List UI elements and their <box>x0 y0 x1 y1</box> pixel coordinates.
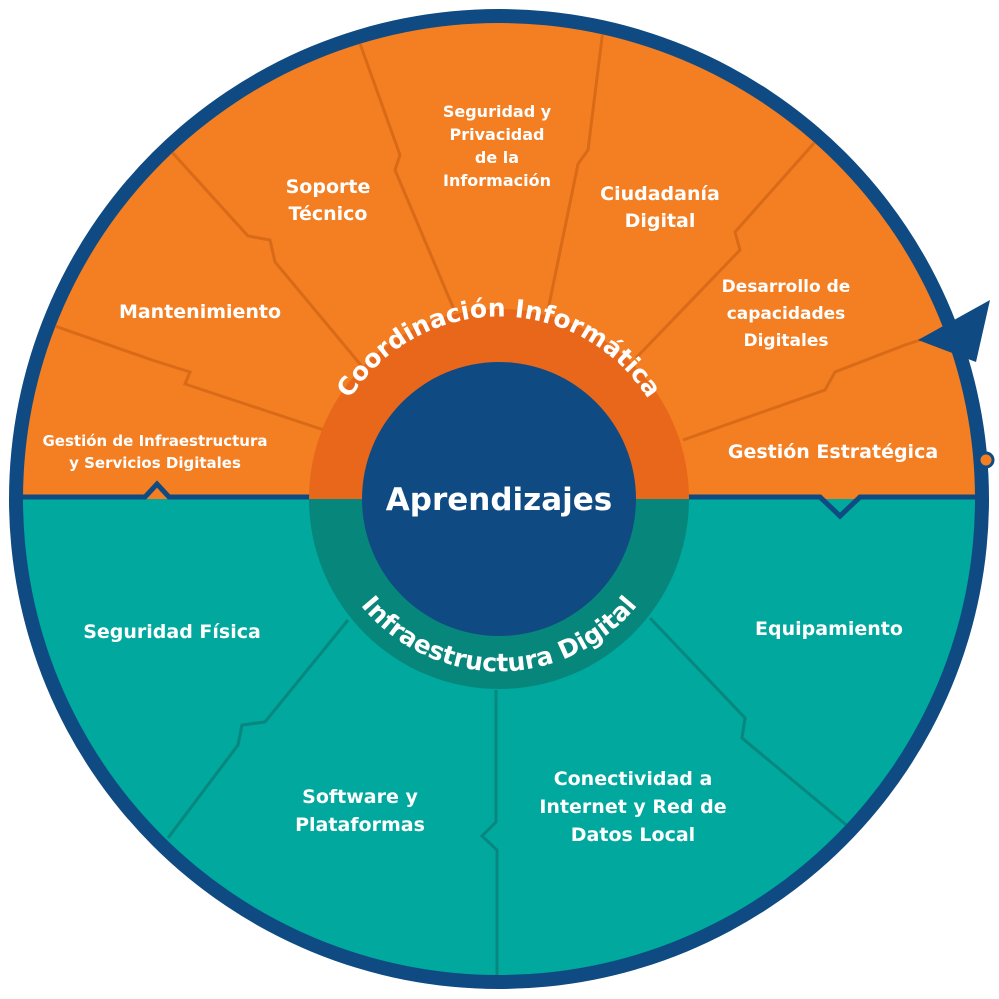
divider-u3 <box>356 37 457 313</box>
upper-segment-label-line: Gestión de Infraestructura <box>43 432 268 450</box>
lower-segment-label-line: Datos Local <box>571 824 695 846</box>
lower-dividers <box>166 616 851 975</box>
divider-u5 <box>634 141 817 360</box>
lower-segment-label-line: Seguridad Física <box>83 621 261 643</box>
divider-u2 <box>168 148 367 371</box>
upper-segment-label-line: Ciudadanía <box>600 183 720 205</box>
lower-segment-label-line: Internet y Red de <box>539 796 726 818</box>
upper-segment-label-line: y Servicios Digitales <box>69 454 241 472</box>
upper-segment-label-line: Soporte <box>286 176 371 198</box>
upper-segment-label-line: Gestión Estratégica <box>728 441 938 463</box>
lower-segment-label-line: Equipamiento <box>755 618 903 640</box>
upper-segment-label: Gestión Estratégica <box>728 441 938 463</box>
divider-l1 <box>166 619 350 839</box>
arrow-tail-dot <box>977 451 995 469</box>
center-label: Aprendizajes <box>386 482 612 518</box>
upper-segment-label-line: Técnico <box>289 203 368 225</box>
divider-u4 <box>546 29 605 311</box>
center-disc <box>362 362 636 636</box>
lower-segment-label: Seguridad Física <box>83 621 261 643</box>
upper-segment-label-line: Desarrollo de <box>722 277 851 297</box>
lower-segment-label-line: Conectividad a <box>554 768 713 790</box>
upper-segment-labels: Gestión de Infraestructura y Servicios Di… <box>43 102 939 472</box>
upper-segment-label: Seguridad y Privacidad de la Información <box>443 102 552 190</box>
upper-segment-label: Gestión de Infraestructura y Servicios Di… <box>43 432 268 472</box>
upper-segment-label: Mantenimiento <box>119 301 281 323</box>
upper-segment-label-line: Mantenimiento <box>119 301 281 323</box>
lower-segment-label: Conectividad a Internet y Red de Datos Loc… <box>539 768 726 846</box>
upper-segment-label-line: Digital <box>625 210 696 232</box>
lower-segment-label: Software y Plataformas <box>295 786 425 836</box>
arrow-head-icon <box>918 300 990 362</box>
upper-segment-label-line: Seguridad y <box>443 102 552 121</box>
upper-segment-label-line: Privacidad <box>450 125 545 144</box>
divider-l2 <box>479 690 499 975</box>
upper-segment-label-line: capacidades <box>727 304 846 324</box>
lower-segment-label-line: Software y <box>302 786 418 808</box>
upper-segment-label-line: Información <box>443 171 551 190</box>
divider-l3 <box>648 616 851 830</box>
divider-u1 <box>31 316 331 434</box>
upper-segment-label-line: Digitales <box>743 331 828 351</box>
lower-segment-label-line: Plataformas <box>295 814 425 836</box>
lower-segment-label: Equipamiento <box>755 618 903 640</box>
upper-segment-label-line: de la <box>475 148 519 167</box>
